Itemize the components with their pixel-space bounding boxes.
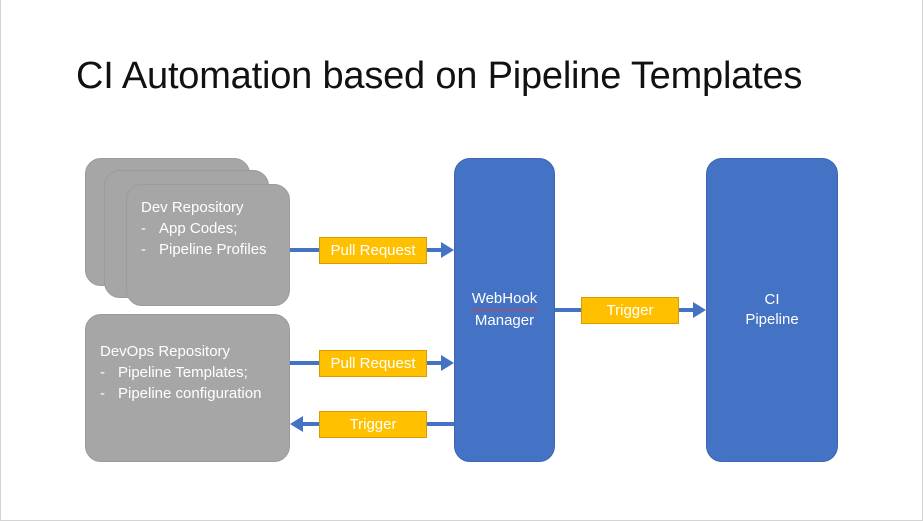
arrow-head-right-icon (441, 242, 454, 258)
arrow-head-right-icon (441, 355, 454, 371)
devops-repository-bullet-1: - Pipeline Templates; (100, 362, 281, 383)
bullet-dash-icon: - (100, 364, 105, 381)
connector-webhook-to-ci-left-segment (555, 308, 581, 312)
arrow-head-right-icon (693, 302, 706, 318)
connector-dev-to-webhook-right-segment (426, 248, 441, 252)
connector-webhook-to-devops-left-segment (303, 422, 320, 426)
dev-repository-heading: Dev Repository (141, 199, 244, 216)
dev-repository-bullet-1: - App Codes; (141, 218, 279, 239)
dev-repository-bullet-2-text: Pipeline Profiles (159, 241, 267, 258)
devops-repository-bullet-2-text: Pipeline configuration (118, 385, 262, 402)
dev-repository-stack[interactable]: Dev Repository - App Codes; - Pipeline P… (85, 158, 290, 306)
webhook-manager-node[interactable]: WebHook Manager (454, 158, 555, 462)
ci-pipeline-node[interactable]: CI Pipeline (706, 158, 838, 462)
dev-repository-card[interactable]: Dev Repository - App Codes; - Pipeline P… (126, 184, 290, 306)
dev-repository-bullet-2: - Pipeline Profiles (141, 239, 279, 260)
dev-repository-bullet-1-text: App Codes; (159, 220, 238, 237)
connector-devops-to-webhook-right-segment (426, 361, 441, 365)
connector-webhook-to-ci-right-segment (679, 308, 693, 312)
devops-repository-heading: DevOps Repository (100, 343, 231, 360)
ci-pipeline-label-line1: CI (764, 291, 780, 308)
devops-repository-bullet-2: - Pipeline configuration (100, 383, 281, 404)
page-title: CI Automation based on Pipeline Template… (76, 55, 803, 97)
devops-repository-bullet-1-text: Pipeline Templates; (118, 364, 248, 381)
webhook-manager-misspelled-word: WebHook (471, 289, 538, 311)
connector-label-pull-request-top[interactable]: Pull Request (319, 237, 427, 264)
connector-dev-to-webhook-left-segment (290, 248, 320, 252)
arrow-head-left-icon (290, 416, 303, 432)
bullet-dash-icon: - (141, 220, 146, 237)
bullet-dash-icon: - (141, 241, 146, 258)
webhook-manager-label-line2: Manager (474, 312, 535, 329)
devops-repository-card[interactable]: DevOps Repository - Pipeline Templates; … (85, 314, 290, 462)
connector-label-pull-request-bottom[interactable]: Pull Request (319, 350, 427, 377)
connector-label-trigger-to-devops[interactable]: Trigger (319, 411, 427, 438)
connector-devops-to-webhook-left-segment (290, 361, 320, 365)
connector-webhook-to-devops-right-segment (426, 422, 454, 426)
webhook-manager-label-line1: WebHook (471, 289, 538, 311)
connector-label-trigger-to-ci[interactable]: Trigger (581, 297, 679, 324)
bullet-dash-icon: - (100, 385, 105, 402)
ci-pipeline-label-line2: Pipeline (745, 311, 799, 328)
